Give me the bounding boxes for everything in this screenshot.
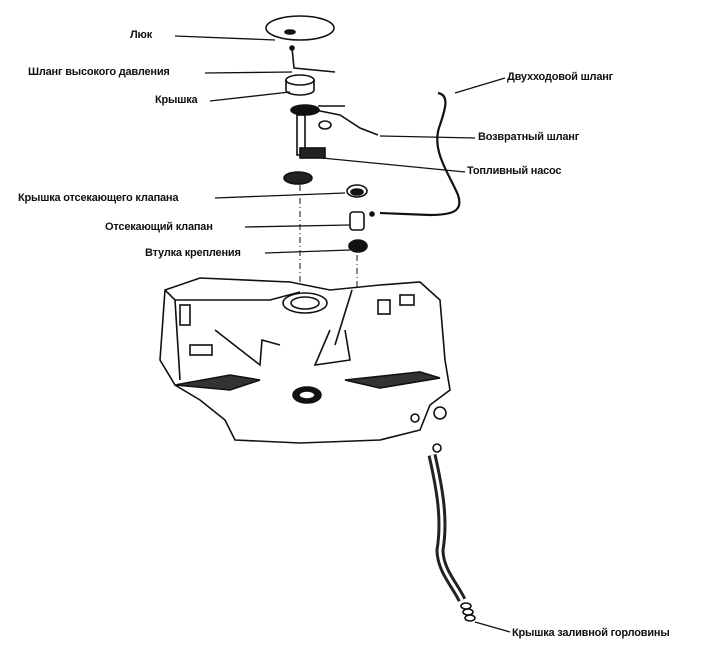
label-high-pressure-hose: Шланг высокого давления: [28, 66, 170, 78]
filler-hose-part: [427, 443, 467, 603]
label-mounting-bushing: Втулка крепления: [145, 247, 241, 259]
label-return-hose: Возвратный шланг: [478, 131, 580, 143]
cutoff-valve-parts: [346, 184, 375, 253]
label-cutoff-valve-cover: Крышка отсекающего клапана: [18, 192, 179, 204]
high-pressure-hose-part: [289, 45, 336, 73]
cover-part: [285, 74, 315, 96]
label-two-way-hose: Двухходовой шланг: [507, 71, 614, 83]
label-hatch: Люк: [130, 29, 153, 41]
label-filler-cap: Крышка заливной горловины: [512, 627, 670, 639]
label-cover: Крышка: [155, 94, 198, 106]
leader-lines: [174, 35, 511, 633]
alignment-lines: [299, 185, 358, 290]
filler-cap-part: [460, 602, 476, 622]
two-way-hose-part: [379, 91, 461, 217]
hatch-part: [265, 15, 335, 41]
fuel-pump-part: [290, 104, 379, 159]
fuel-tank-part: [159, 277, 451, 444]
pump-gasket-part: [283, 171, 313, 185]
label-cutoff-valve: Отсекающий клапан: [105, 221, 213, 233]
label-fuel-pump: Топливный насос: [467, 165, 562, 177]
